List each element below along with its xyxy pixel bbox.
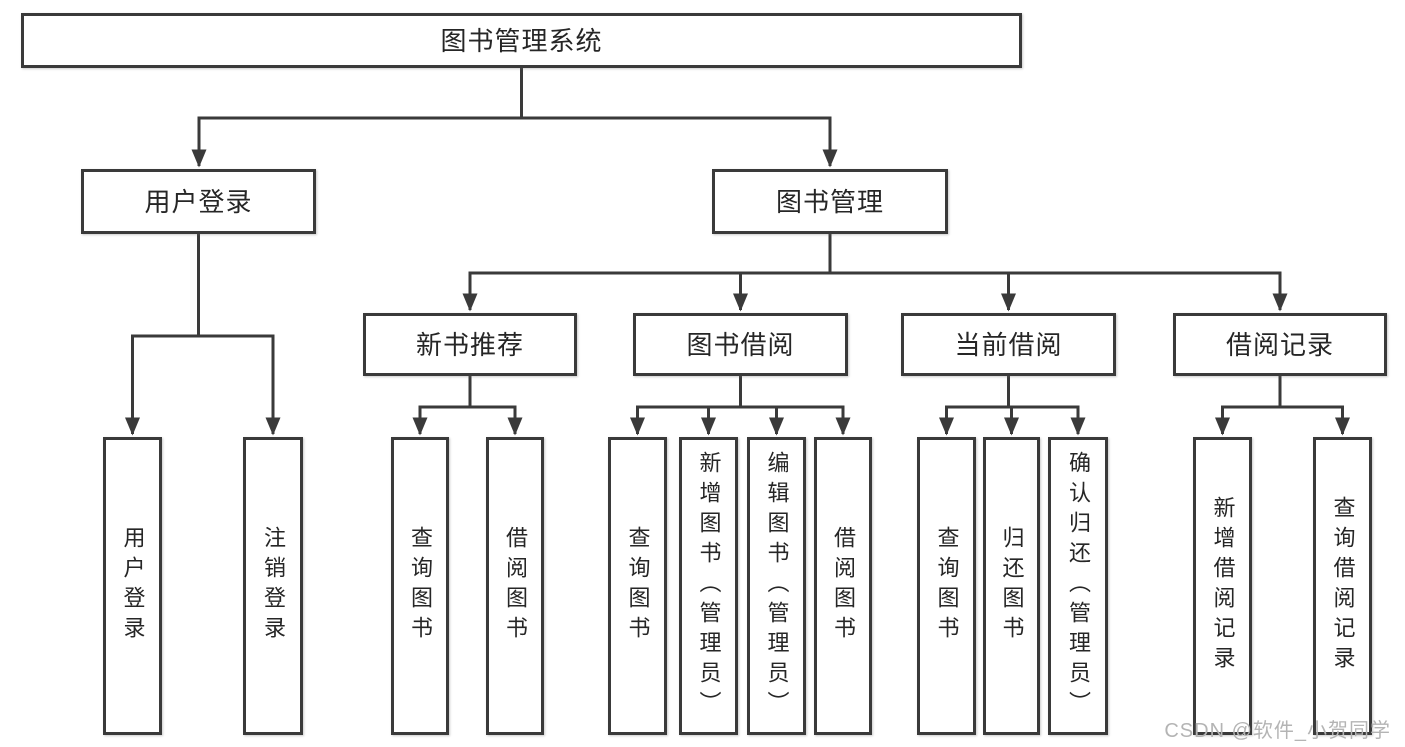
node-label: 借阅图书 [831,526,856,646]
node-label: 用户登录 [120,526,146,646]
leaf-logout: 注销登录 [243,437,303,735]
csdn-watermark: CSDN @软件_小贺同学 [1164,720,1391,742]
leaf-user-login: 用户登录 [103,437,162,735]
node-label: 注销登录 [261,526,286,646]
node-label: 查询借阅记录 [1330,496,1356,676]
node-label: 新书推荐 [415,329,524,360]
node-user-login: 用户登录 [81,169,316,234]
node-label: 用户登录 [144,186,253,217]
node-label: 当前借阅 [954,329,1063,360]
leaf-add-book-admin: 新增图书（管理员） [679,437,738,735]
leaf-return-books: 归还图书 [983,437,1040,735]
node-label: 借阅图书 [503,526,528,646]
node-label: 新增借阅记录 [1210,496,1236,676]
node-label: 确认归还（管理员） [1066,451,1091,721]
leaf-borrow-books: 借阅图书 [814,437,872,735]
leaf-query-books: 查询图书 [917,437,976,735]
node-library-management-system: 图书管理系统 [21,13,1022,68]
node-current-borrowing: 当前借阅 [901,313,1116,376]
leaf-query-borrow-record: 查询借阅记录 [1313,437,1372,735]
node-label: 新增图书（管理员） [696,451,722,721]
leaf-borrow-books: 借阅图书 [486,437,544,735]
node-borrowing-records: 借阅记录 [1173,313,1387,376]
node-label: 图书管理系统 [440,25,603,56]
node-label: 查询图书 [625,526,651,646]
node-label: 查询图书 [408,526,433,646]
node-book-management: 图书管理 [712,169,948,234]
leaf-query-books: 查询图书 [608,437,667,735]
node-label: 编辑图书（管理员） [764,451,790,721]
node-label: 查询图书 [934,526,960,646]
node-book-borrowing: 图书借阅 [633,313,848,376]
leaf-confirm-return-admin: 确认归还（管理员） [1048,437,1108,735]
node-label: 借阅记录 [1225,329,1334,360]
node-label: 图书借阅 [686,329,795,360]
node-new-book-recommendation: 新书推荐 [363,313,577,376]
node-label: 图书管理 [775,186,884,217]
node-label: 归还图书 [999,526,1025,646]
leaf-query-books: 查询图书 [391,437,449,735]
leaf-edit-book-admin: 编辑图书（管理员） [747,437,806,735]
leaf-add-borrow-record: 新增借阅记录 [1193,437,1252,735]
